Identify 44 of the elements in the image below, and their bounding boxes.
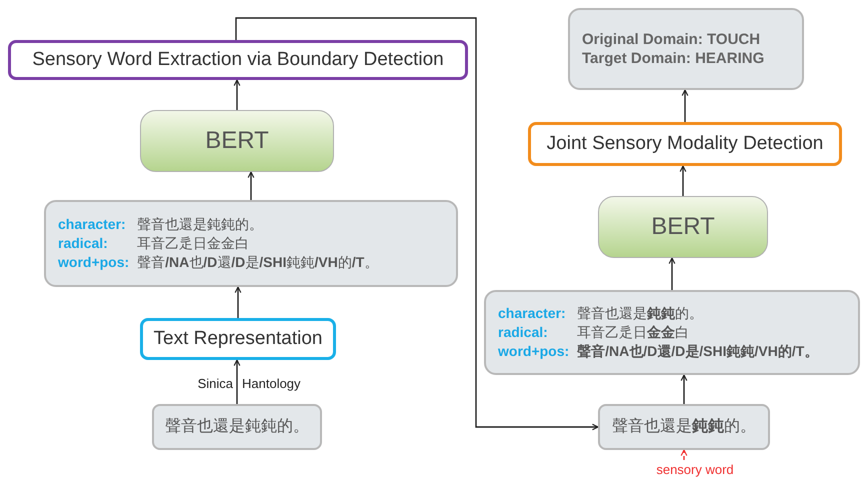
- representation-box: [44, 200, 458, 287]
- feature-name: character:: [498, 304, 567, 323]
- arrow: [248, 171, 254, 200]
- arrow: [234, 79, 240, 110]
- step-label: Joint Sensory Modality Detection: [546, 132, 824, 156]
- model-label: BERT: [205, 126, 269, 156]
- sentence-text: 聲音也還是鈍鈍的。: [165, 416, 309, 437]
- annotation-text: sensory word: [640, 460, 750, 478]
- step-box: [140, 318, 336, 360]
- sentence-box: [152, 404, 322, 450]
- sentence-box: [598, 404, 770, 450]
- arrow: [680, 374, 688, 404]
- feature-value: 耳音乙辵日金金白: [137, 234, 250, 253]
- model-box: [598, 196, 768, 258]
- sentence-text: 聲音也還是鈍鈍的。: [612, 416, 756, 437]
- step-box: [528, 122, 842, 166]
- feature-value: 耳音乙辵日金金白: [577, 323, 690, 342]
- arrow: [234, 286, 242, 318]
- feature-name: character:: [58, 215, 127, 234]
- result-box: [568, 8, 804, 90]
- feature-value: 聲音也還是鈍鈍的。: [137, 215, 264, 234]
- feature-name: radical:: [498, 323, 549, 342]
- representation-box: [484, 290, 860, 375]
- arrow: [234, 359, 240, 404]
- domain-text: Target Domain: HEARING: [582, 49, 766, 68]
- arrow: [668, 257, 676, 290]
- feature-value: 聲音/NA也/D還/D是/SHI鈍鈍/VH的/T。: [577, 342, 820, 361]
- domain-text: Original Domain: TOUCH: [582, 30, 762, 49]
- arrow: [235, 17, 599, 430]
- resource-label: Sinica: [198, 375, 233, 393]
- step-box: [8, 40, 468, 80]
- feature-name: word+pos:: [498, 342, 570, 361]
- model-box: [140, 110, 334, 172]
- resource-label: Hantology: [242, 375, 301, 393]
- feature-value: 聲音/NA也/D還/D是/SHI鈍鈍/VH的/T。: [137, 253, 380, 272]
- feature-name: radical:: [58, 234, 109, 253]
- arrow: [680, 165, 686, 196]
- arrow: [682, 89, 688, 122]
- feature-value: 聲音也還是鈍鈍的。: [577, 304, 704, 323]
- step-label: Sensory Word Extraction via Boundary Detection: [32, 48, 444, 72]
- dashed-arrow: [680, 449, 688, 460]
- step-label: Text Representation: [154, 326, 322, 351]
- feature-name: word+pos:: [58, 253, 130, 272]
- model-label: BERT: [651, 212, 715, 242]
